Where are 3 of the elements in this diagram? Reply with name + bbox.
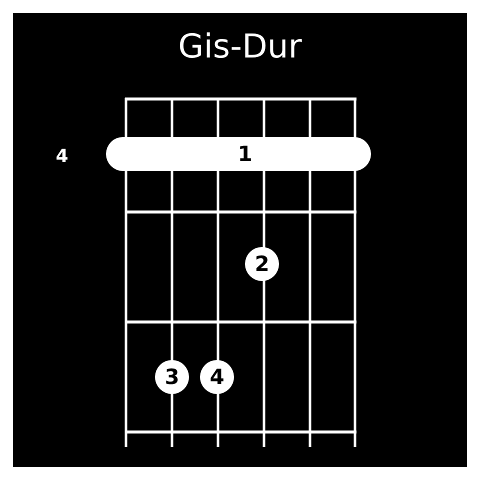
fret-number: 4 — [56, 148, 68, 166]
barre-bar: 1 — [106, 137, 371, 171]
chord-title: Gis-Dur — [178, 30, 302, 62]
